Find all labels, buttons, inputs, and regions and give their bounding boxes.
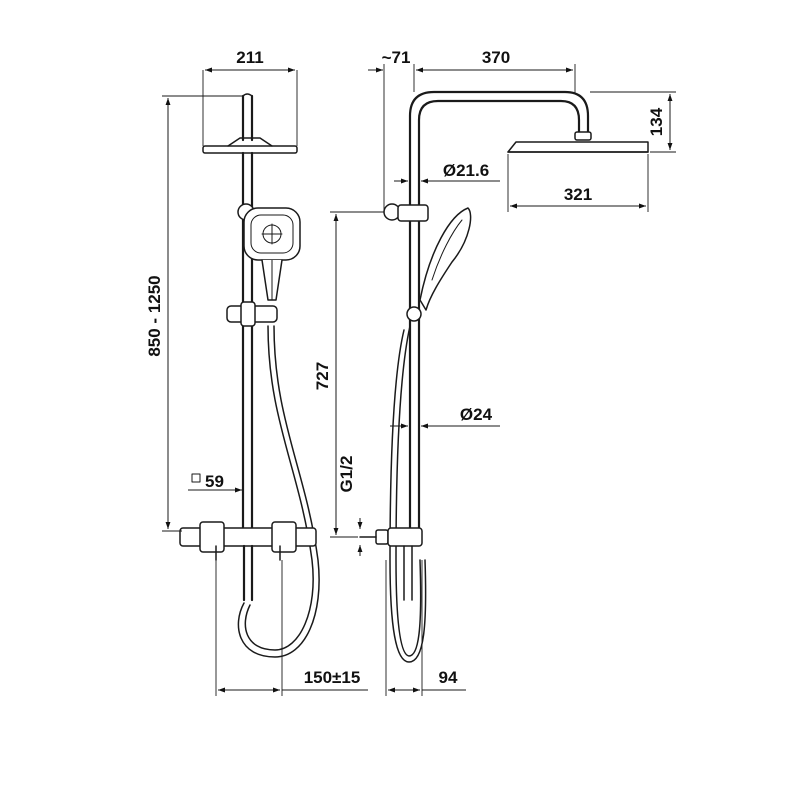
dim-pipe-upper: Ø21.6 bbox=[394, 161, 500, 184]
dim-control-size: 59 bbox=[188, 472, 244, 522]
dim-pipe-upper-label: Ø21.6 bbox=[443, 161, 489, 180]
dim-arm-length-label: 370 bbox=[482, 48, 510, 67]
side-hand-shower bbox=[406, 207, 472, 322]
front-hand-shower bbox=[243, 207, 301, 301]
dim-wall-depth: 94 bbox=[385, 560, 466, 696]
dim-rail-height: 850 - 1250 bbox=[145, 95, 243, 532]
dim-handshower-height: 727 bbox=[313, 211, 384, 538]
dim-head-width: 211 bbox=[202, 48, 298, 146]
dim-head-height-label: 134 bbox=[647, 107, 666, 136]
dim-wall-centers: 150±15 bbox=[215, 560, 368, 696]
dim-connection-label: G1/2 bbox=[337, 456, 356, 493]
dim-pipe-lower: Ø24 bbox=[390, 405, 500, 429]
front-overhead-head bbox=[202, 93, 298, 154]
dim-wall-depth-label: 94 bbox=[439, 668, 458, 687]
dim-arm-offset-label: ~71 bbox=[382, 48, 411, 67]
side-thermostat bbox=[359, 527, 423, 601]
dim-head-width-label: 211 bbox=[236, 48, 263, 67]
dim-wall-centers-label: 150±15 bbox=[304, 668, 361, 687]
front-thermostat bbox=[179, 521, 317, 602]
front-view: 211 850 - 1250 59 150±15 bbox=[145, 48, 368, 696]
dim-head-diameter-label: 321 bbox=[564, 185, 592, 204]
dim-connection: G1/2 bbox=[337, 456, 363, 556]
side-riser-arm bbox=[408, 90, 592, 542]
dim-handshower-height-label: 727 bbox=[313, 362, 332, 390]
dim-control-size-label: 59 bbox=[205, 472, 224, 491]
side-diverter bbox=[383, 203, 429, 222]
dim-pipe-lower-label: Ø24 bbox=[460, 405, 493, 424]
dim-arm-offset: ~71 bbox=[368, 48, 415, 212]
dim-head-diameter: 321 bbox=[507, 154, 649, 212]
dim-head-height: 134 bbox=[590, 91, 676, 153]
front-hose bbox=[237, 325, 320, 658]
side-hose bbox=[389, 325, 427, 663]
dim-rail-height-label: 850 - 1250 bbox=[145, 275, 164, 356]
side-overhead-head bbox=[507, 141, 649, 153]
dim-arm-length: 370 bbox=[416, 48, 576, 94]
side-view: ~71 370 134 Ø21.6 321 bbox=[313, 48, 676, 696]
